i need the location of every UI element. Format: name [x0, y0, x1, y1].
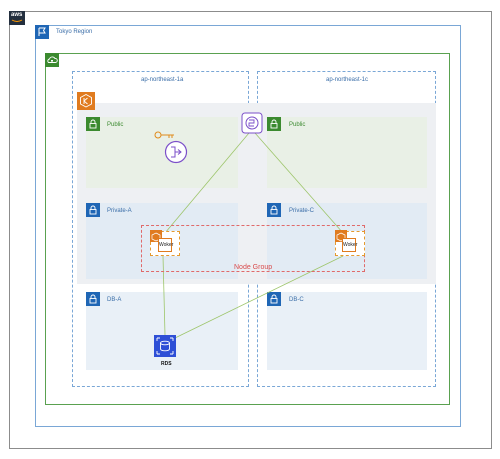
aws-logo-text: aws	[11, 12, 23, 18]
db-subnet-c	[267, 292, 427, 370]
connector-worker-a-rds	[162, 255, 166, 336]
diagram-frame	[9, 11, 492, 449]
internet-gateway-icon	[154, 131, 174, 139]
lock-icon	[86, 292, 100, 306]
region-flag-icon	[35, 25, 49, 39]
rds-label: RDS	[161, 361, 172, 367]
vpc-box	[45, 53, 450, 405]
az-1c-label: ap-northeast-1c	[326, 77, 369, 83]
lock-icon	[267, 292, 281, 306]
lock-icon	[267, 117, 281, 131]
chip-icon	[342, 238, 356, 252]
node-group-label: Node Group	[234, 264, 273, 271]
connector-lb-worker-c	[254, 132, 344, 234]
lock-icon	[86, 203, 100, 217]
rds-database-icon	[154, 335, 176, 357]
private-subnet-a-label: Private-A	[107, 208, 132, 214]
aws-logo: aws	[9, 11, 25, 25]
aws-smile-icon	[11, 19, 23, 22]
az-1a-label: ap-northeast-1a	[141, 77, 184, 83]
vpc-cloud-icon	[45, 53, 59, 67]
connector-worker-c-rds	[174, 255, 344, 339]
db-subnet-a-label: DB-A	[107, 297, 122, 303]
connector-lb-worker-a	[164, 132, 250, 234]
region-box	[35, 25, 461, 427]
db-subnet-c-label: DB-C	[289, 297, 304, 303]
worker-c-label: Woker	[343, 242, 358, 248]
public-subnet-c	[267, 117, 427, 188]
worker-a-label: Woker	[159, 242, 174, 248]
region-label: Tokyo Region	[56, 29, 93, 35]
private-subnet-c-label: Private-C	[289, 208, 315, 214]
chip-icon	[158, 238, 172, 252]
load-balancer-icon	[241, 112, 263, 134]
eks-cluster-icon	[77, 92, 95, 110]
db-subnet-a	[86, 292, 238, 370]
nat-gateway-icon	[164, 140, 188, 164]
lock-icon	[267, 203, 281, 217]
public-subnet-c-label: Public	[289, 122, 306, 128]
public-subnet-a-label: Public	[107, 122, 124, 128]
lock-icon	[86, 117, 100, 131]
